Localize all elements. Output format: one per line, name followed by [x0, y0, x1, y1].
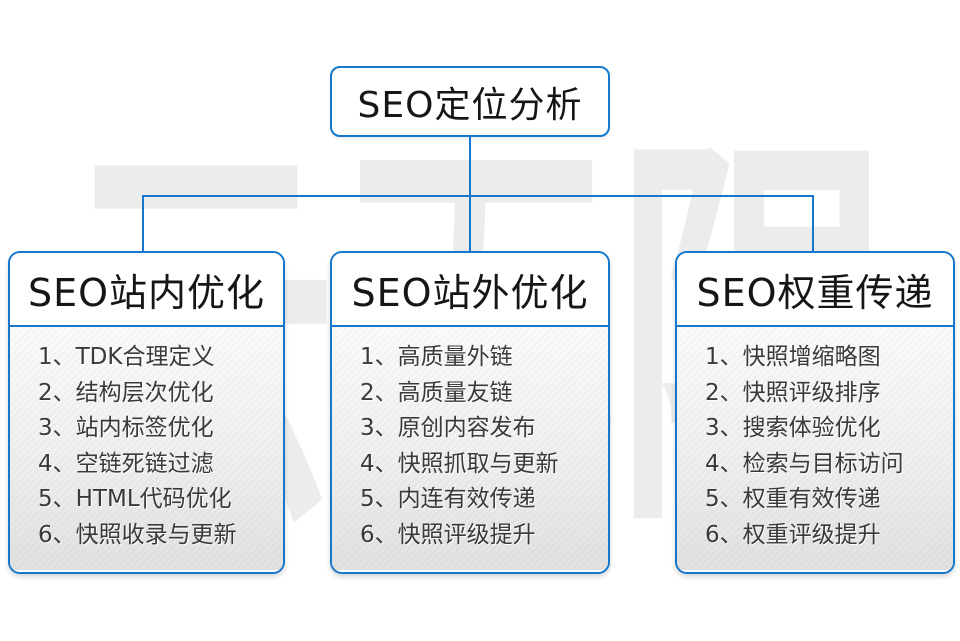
column-offsite-optimization: SEO站外优化 1、高质量外链 2、高质量友链 3、原创内容发布 4、快照抓取与更新 5… — [330, 251, 610, 574]
connector-horizontal — [142, 195, 814, 197]
list-item: 2、结构层次优化 — [38, 379, 214, 406]
list-item: 3、原创内容发布 — [360, 415, 536, 441]
list-item: 4、检索与目标访问 — [705, 450, 904, 477]
column-onsite-body: 1、TDK合理定义 2、结构层次优化 3、站内标签优化 4、空链死链过滤 5、HTML代… — [10, 327, 283, 570]
connector-left-drop — [142, 195, 144, 253]
list-item: 2、高质量友链 — [360, 379, 513, 406]
column-offsite-title: SEO站外优化 — [351, 270, 589, 315]
column-weight-body: 1、快照增缩略图 2、快照评级排序 3、搜索体验优化 4、检索与目标访问 5、权重有效传… — [677, 327, 953, 570]
root-node-title: SEO定位分析 — [357, 84, 583, 126]
list-item: 3、搜索体验优化 — [705, 415, 881, 441]
column-onsite-header: SEO站内优化 — [10, 253, 283, 327]
column-weight-title: SEO权重传递 — [696, 270, 934, 315]
offsite-item-list: 1、高质量外链 2、高质量友链 3、原创内容发布 4、快照抓取与更新 5、内连有效传递 6… — [360, 340, 608, 553]
column-weight-transfer: SEO权重传递 1、快照增缩略图 2、快照评级排序 3、搜索体验优化 4、检索与目标访… — [675, 251, 955, 574]
onsite-item-list: 1、TDK合理定义 2、结构层次优化 3、站内标签优化 4、空链死链过滤 5、HTML代… — [38, 340, 283, 553]
list-item: 5、HTML代码优化 — [38, 486, 232, 512]
column-onsite-title: SEO站内优化 — [27, 270, 266, 315]
column-weight-header: SEO权重传递 — [677, 253, 953, 327]
root-node-seo-positioning: SEO定位分析 — [330, 66, 610, 137]
list-item: 6、快照收录与更新 — [38, 521, 237, 548]
list-item: 3、站内标签优化 — [38, 415, 214, 441]
list-item: 1、快照增缩略图 — [705, 344, 881, 370]
list-item: 4、快照抓取与更新 — [360, 450, 559, 477]
list-item: 5、权重有效传递 — [705, 486, 881, 512]
connector-right-drop — [812, 195, 814, 253]
list-item: 6、快照评级提升 — [360, 521, 536, 548]
list-item: 1、TDK合理定义 — [38, 344, 215, 370]
column-offsite-header: SEO站外优化 — [332, 253, 608, 327]
list-item: 6、权重评级提升 — [705, 521, 881, 548]
column-onsite-optimization: SEO站内优化 1、TDK合理定义 2、结构层次优化 3、站内标签优化 4、空链死链过… — [8, 251, 285, 574]
weight-item-list: 1、快照增缩略图 2、快照评级排序 3、搜索体验优化 4、检索与目标访问 5、权重有效传… — [705, 340, 953, 553]
list-item: 5、内连有效传递 — [360, 486, 536, 512]
column-offsite-body: 1、高质量外链 2、高质量友链 3、原创内容发布 4、快照抓取与更新 5、内连有效传递 6… — [332, 327, 608, 570]
list-item: 1、高质量外链 — [360, 344, 513, 370]
list-item: 4、空链死链过滤 — [38, 450, 214, 477]
list-item: 2、快照评级排序 — [705, 379, 881, 406]
